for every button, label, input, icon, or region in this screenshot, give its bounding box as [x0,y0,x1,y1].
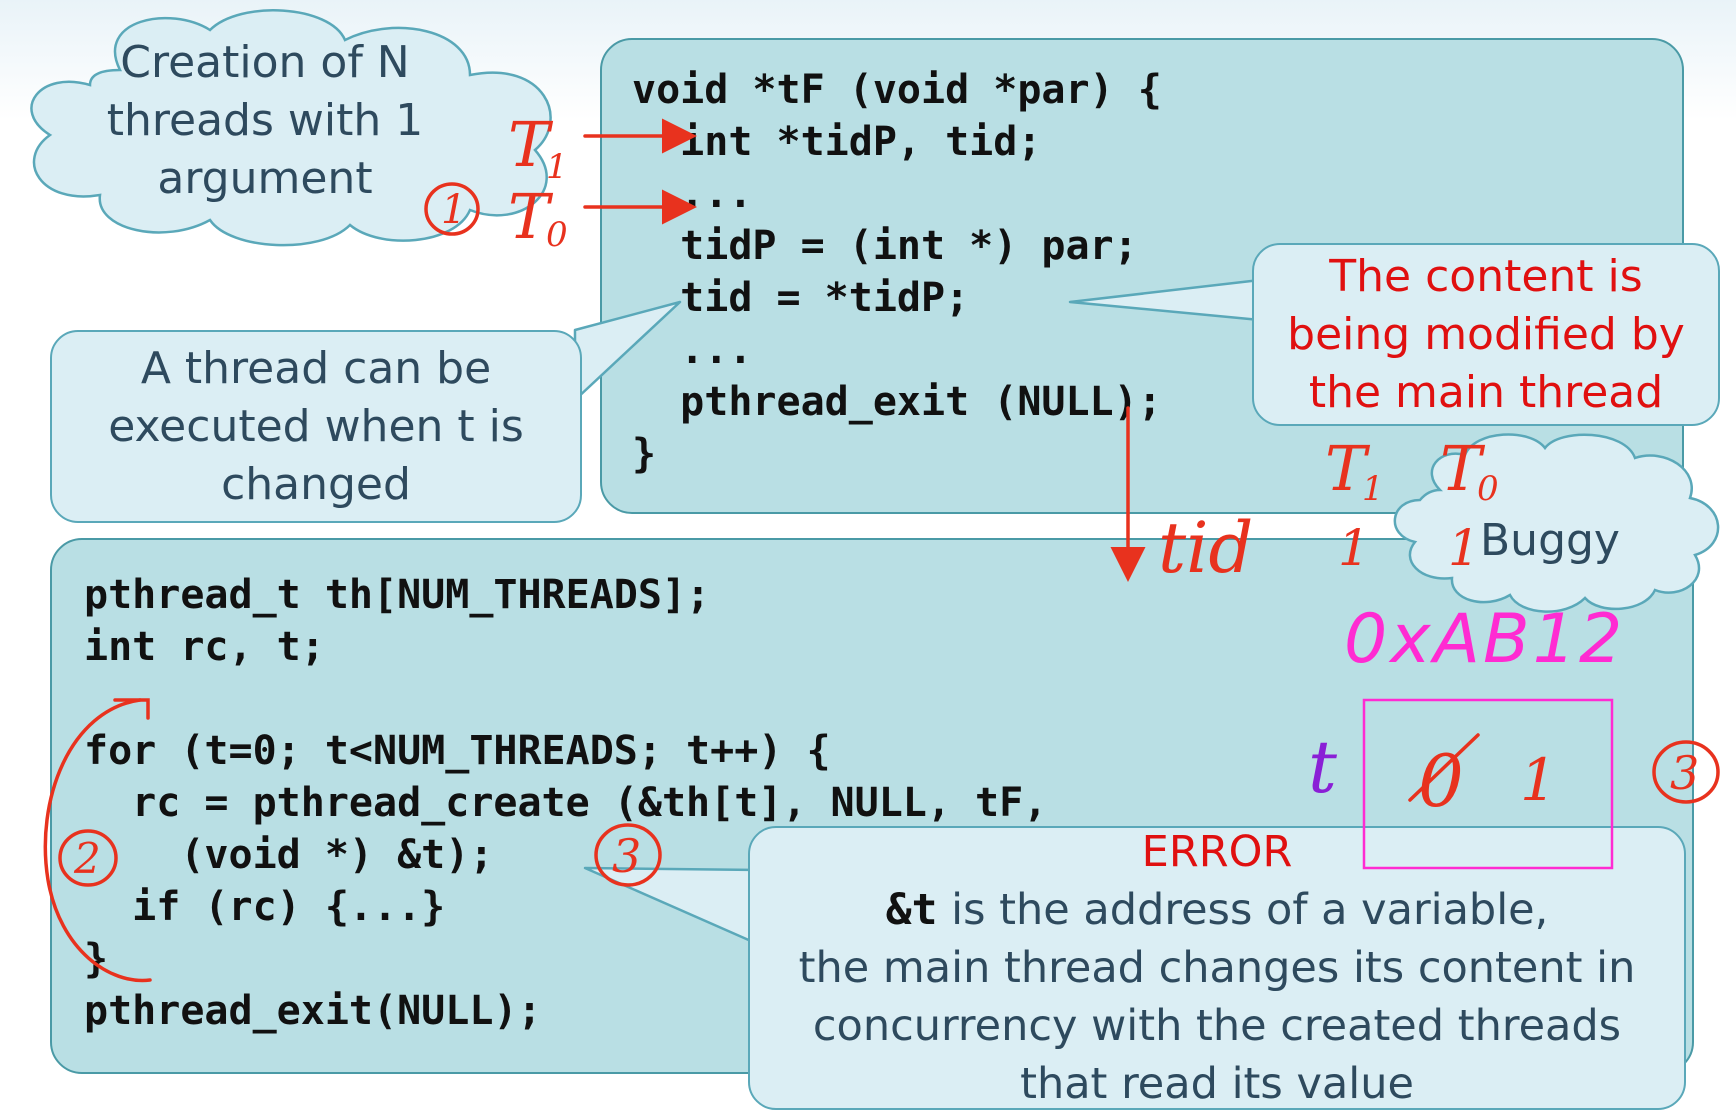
creation-cloud-text: Creation of N threads with 1 argument [80,34,450,208]
label-T0-mid: T [1440,432,1486,505]
code-line: int *tidP, tid; [632,119,1042,165]
label-tid: tid [1158,507,1253,589]
tid-value-T1: 1 [1338,519,1370,577]
code-line: pthread_exit(NULL); [84,988,542,1034]
label-T1-mid-sub: 1 [1362,469,1384,509]
t-variable-label: t [1308,725,1338,809]
content-modified-callout: The content is being modified by the mai… [1252,243,1720,426]
label-T1-top: T [508,108,554,181]
label-T0-mid-sub: 0 [1477,469,1499,509]
loop-curve [43,698,152,983]
error-title: ERROR [1141,827,1293,877]
code-line: rc = pthread_create (&th[t], NULL, tF, [84,780,1048,826]
callout-line: A thread can be [140,342,492,394]
creation-cloud-shape [30,9,552,247]
code-line: int rc, t; [84,624,325,670]
circle-2-shape [58,829,118,887]
error-code-token: &t [885,885,938,935]
circle-2-label: 2 [73,834,101,883]
code-line: ... [632,327,753,373]
circle-3-right-shape [1652,740,1720,804]
label-T1-top-sub: 1 [546,147,568,187]
code-line: (void *) &t); [84,832,494,878]
address-label: 0xAB12 [1344,600,1625,679]
code-line: tid = *tidP; [632,275,970,321]
cloud-line: threads with 1 [106,95,424,146]
callout-line: being modified by [1287,308,1685,360]
code-line: void *tF (void *par) { [632,67,1162,113]
error-line: concurrency with the created threads [812,1001,1622,1051]
strike-zero [1408,733,1480,802]
circle-1-shape [424,182,480,236]
circle-1-label: 1 [441,187,466,233]
label-T1-mid: T [1325,432,1371,505]
code-line: pthread_exit (NULL); [632,379,1162,425]
label-T0-top-sub: 0 [546,215,568,255]
box-current-value: 1 [1520,746,1557,814]
code-line: if (rc) {...} [84,884,446,930]
code-line: } [632,431,657,477]
callout-line: The content is [1329,250,1643,302]
error-callout: ERROR &t is the address of a variable, t… [748,826,1686,1110]
tid-value-T0: 1 [1448,519,1480,577]
error-line-1-rest: is the address of a variable, [937,885,1549,935]
code-line: for (t=0; t<NUM_THREADS; t++) { [84,728,831,774]
box-struck-value: 0 [1418,739,1464,823]
callout-line: executed when t is [108,400,524,452]
circle-3-right-label: 3 [1670,746,1699,800]
callout-line: changed [221,458,411,510]
error-line: that read its value [1020,1059,1414,1109]
circle-3-code-label: 3 [612,829,641,883]
callout-line: the main thread [1308,366,1664,418]
label-T0-top: T [508,180,554,253]
t-value-box [1362,698,1614,870]
error-line: the main thread changes its content in [798,943,1636,993]
thread-executed-callout: A thread can be executed when t is chang… [50,330,582,523]
cloud-line: argument [157,153,373,204]
main-code: pthread_t th[NUM_THREADS]; int rc, t; fo… [84,569,1047,1037]
error-line-1: &t is the address of a variable, [750,881,1684,939]
cloud-line: Creation of N [120,37,410,88]
loop-curve-tick [113,698,150,720]
circle-3-code-shape [594,823,662,887]
code-line: tidP = (int *) par; [632,223,1138,269]
code-line: pthread_t th[NUM_THREADS]; [84,572,711,618]
buggy-cloud-shape [1393,433,1720,613]
thread-function-code: void *tF (void *par) { int *tidP, tid; .… [632,64,1162,480]
buggy-cloud-label: Buggy [1480,515,1620,566]
